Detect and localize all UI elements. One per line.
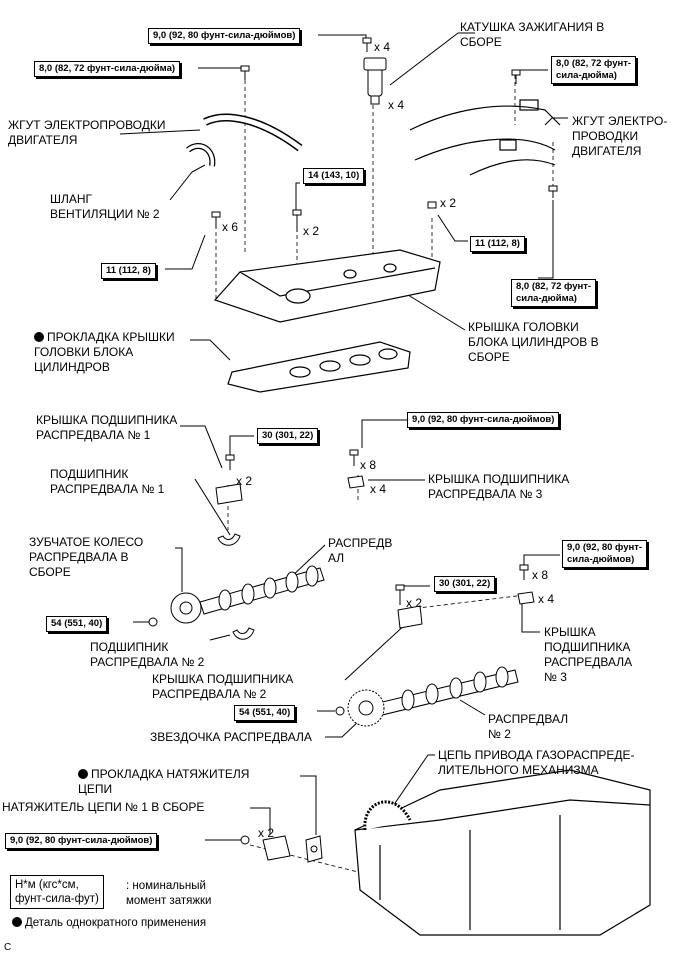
cover-gasket-part [227,341,411,393]
leader-tensioner-gasket [300,775,317,835]
camshaft-2-part [347,666,519,727]
label-bearing-2: ПОДШИПНИК РАСПРЕДВАЛА № 2 [90,640,205,669]
leader-head-cover [399,289,466,331]
label-bearing-1: ПОДШИПНИК РАСПРЕДВАЛА № 1 [50,467,165,496]
qty-cover-left: x 6 [222,220,239,234]
qty-cover-right: x 2 [440,196,457,210]
leader-camshaft [289,544,326,579]
engine-block-part [354,769,651,936]
label-head-cover: КРЫШКА ГОЛОВКИ БЛОКА ЦИЛИНДРОВ В СБОРЕ [468,320,599,364]
leader-t-harness-r2 [538,200,554,279]
qty-cap-3a: x 4 [370,482,387,496]
label-ignition-coil: КАТУШКА ЗАЖИГАНИЯ В СБОРЕ [460,20,605,49]
leader-t-right [437,214,468,242]
qty-tensioner: x 2 [258,826,275,840]
label-bearing-cap-1: КРЫШКА ПОДШИПНИКА РАСПРЕДВАЛА № 1 [36,413,178,442]
leader-harness-r [544,117,568,126]
label-tensioner-gasket: ПРОКЛАДКА НАТЯЖИТЕЛЯ ЦЕПИ [78,767,250,796]
bearing-parts [215,475,535,640]
torque-harness-right-2: 8,0 (82, 72 фунт- сила-дюйма) [511,279,597,307]
torque-gear: 54 (551, 40) [46,616,108,632]
legend-unit-box: Н*м (кгс*см, фунт-сила-фут) [10,875,104,909]
leader-gasket [190,339,231,361]
torque-cover-center: 14 (143, 10) [303,168,365,184]
qty-cap-2: x 2 [406,596,423,610]
torque-cap-1: 30 (301, 22) [257,428,319,444]
torque-coil: 9,0 (92, 80 фунт-сила-дюймов) [148,28,301,44]
label-vent-hose: ШЛАНГ ВЕНТИЛЯЦИИ № 2 [50,192,160,221]
bolt-icons [148,37,558,845]
legend-single-use: Деталь однократного применения [12,916,206,931]
torque-sprocket: 54 (551, 40) [234,705,296,721]
leader-coil-torque [318,34,367,40]
ignition-coil-part [363,57,387,105]
legend-unit-desc: : номинальный момент затяжки [126,880,212,907]
leader-t-left [165,234,206,270]
leader-sprocket [325,719,361,738]
torque-cap-2: 30 (301, 22) [434,576,496,592]
torque-tensioner: 9,0 (92, 80 фунт-сила-дюймов) [5,833,158,849]
timing-chain-part [363,800,412,831]
single-use-marker [34,332,44,342]
torque-harness-right: 8,0 (82, 72 фунт- сила-дюйма) [551,56,637,84]
qty-cap-3a-bolt: x 8 [360,458,377,472]
camshaft-1-part [170,565,325,624]
qty-coil: x 4 [388,98,405,112]
leader-t-cap3b [523,554,560,565]
leader-coil-label [389,32,475,86]
single-use-marker [78,769,88,779]
label-cover-gasket: ПРОКЛАДКА КРЫШКИ ГОЛОВКИ БЛОКА ЦИЛИНДРОВ [34,330,175,374]
head-cover-part [213,249,441,323]
leader-cap3b [521,600,540,633]
leader-cap2 [344,621,409,681]
engine-harness-right [409,99,561,176]
leader-harness-l [119,129,201,135]
label-cam-gear: ЗУБЧАТОЕ КОЛЕСО РАСПРЕДВАЛА В СБОРЕ [29,535,144,579]
leader-t-cap1 [229,435,254,455]
label-engine-harness-left: ЖГУТ ЭЛЕКТРОПРОВОДКИ ДВИГАТЕЛЯ [8,118,166,147]
label-bearing-cap-3a: КРЫШКА ПОДШИПНИКА РАСПРЕДВАЛА № 3 [428,472,570,501]
qty-cap-3b-bolt: x 8 [532,568,549,582]
single-use-marker [12,917,22,927]
tensioner-parts [262,835,323,863]
leader-bearing1 [194,478,231,536]
label-camshaft: РАСПРЕДВ АЛ [328,536,393,565]
leader-tensioner [250,807,271,835]
qty-cap-1: x 2 [236,474,253,488]
leader-t-cap3a [361,419,410,448]
qty-cover-center: x 2 [303,224,320,238]
leader-cap1 [180,425,223,469]
qty-coil-bolt: x 4 [374,40,391,54]
figure-code: C [4,942,12,953]
label-engine-harness-right: ЖГУТ ЭЛЕКТРО- ПРОВОДКИ ДВИГАТЕЛЯ [572,114,668,158]
label-sprocket: ЗВЕЗДОЧКА РАСПРЕДВАЛА [150,730,312,744]
torque-cap-3b: 9,0 (92, 80 фунт- сила-дюймов) [562,540,648,568]
torque-cover-left: 11 (112, 8) [101,263,156,279]
leader-camshaft2 [459,699,486,716]
torque-cover-right: 11 (112, 8) [470,236,525,252]
leader-gear [175,547,183,592]
leader-chain [379,754,435,826]
label-bearing-cap-2: КРЫШКА ПОДШИПНИКА РАСПРЕДВАЛА № 2 [152,672,294,701]
label-bearing-cap-3b: КРЫШКА ПОДШИПНИКА РАСПРЕДВАЛА № 3 [544,625,633,684]
qty-cap-3b: x 4 [538,592,555,606]
leader-vent-hose [169,164,206,201]
torque-cap-3a: 9,0 (92, 80 фунт-сила-дюймов) [407,412,560,428]
leader-bearing2 [209,634,231,641]
label-tensioner: НАТЯЖИТЕЛЬ ЦЕПИ № 1 В СБОРЕ [2,800,205,814]
leader-t-center [295,182,300,210]
label-timing-chain: ЦЕПЬ ПРИВОДА ГАЗОРАСПРЕДЕ- ЛИТЕЛЬНОГО МЕ… [438,748,635,777]
torque-harness-left: 8,0 (82, 72 фунт-сила-дюйма) [34,61,181,77]
label-camshaft-2: РАСПРЕДВАЛ № 2 [488,712,569,741]
